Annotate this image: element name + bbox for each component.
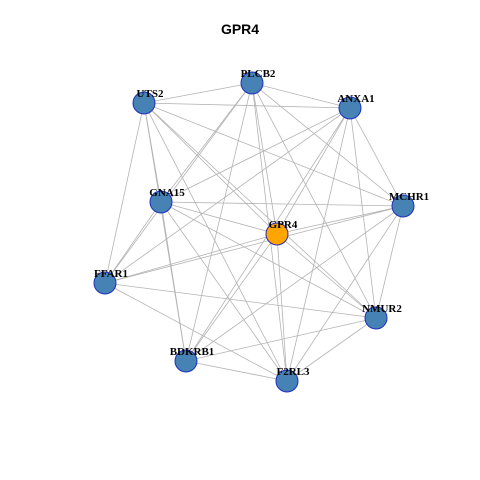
figure-title: GPR4 bbox=[220, 21, 260, 37]
edge-plcb2-nmur2 bbox=[251, 82, 377, 319]
edge-anxa1-uts2 bbox=[143, 102, 351, 109]
edge-gpr4-plcb2 bbox=[251, 82, 278, 235]
node-label-f2rl3: F2RL3 bbox=[277, 366, 311, 378]
node-uts2[interactable] bbox=[132, 91, 156, 115]
node-label-uts2: UTS2 bbox=[137, 88, 164, 100]
edge-uts2-mchr1 bbox=[143, 102, 404, 207]
edge-anxa1-ffar1 bbox=[104, 107, 351, 284]
node-nmur2[interactable] bbox=[364, 306, 388, 330]
edge-anxa1-gna15 bbox=[160, 107, 351, 203]
node-anxa1[interactable] bbox=[338, 96, 362, 120]
edge-plcb2-ffar1 bbox=[104, 82, 253, 284]
node-gpr4[interactable] bbox=[265, 222, 289, 246]
edge-bdkrb1-f2rl3 bbox=[185, 360, 288, 382]
edge-plcb2-mchr1 bbox=[251, 82, 404, 207]
node-label-gna15: GNA15 bbox=[149, 187, 185, 199]
edge-plcb2-anxa1 bbox=[251, 82, 351, 109]
edge-uts2-nmur2 bbox=[143, 102, 377, 319]
edge-nmur2-bdkrb1 bbox=[185, 317, 377, 362]
node-label-plcb2: PLCB2 bbox=[241, 68, 276, 80]
edge-gpr4-anxa1 bbox=[276, 107, 351, 235]
node-label-ffar1: FFAR1 bbox=[94, 268, 128, 280]
edge-uts2-ffar1 bbox=[104, 102, 145, 284]
edge-gna15-bdkrb1 bbox=[160, 201, 187, 362]
node-label-gpr4: GPR4 bbox=[269, 219, 298, 231]
node-layer bbox=[93, 71, 415, 393]
node-label-mchr1: MCHR1 bbox=[389, 191, 429, 203]
edge-nmur2-f2rl3 bbox=[286, 317, 377, 382]
node-bdkrb1[interactable] bbox=[174, 349, 198, 373]
edge-anxa1-mchr1 bbox=[349, 107, 404, 207]
edge-mchr1-f2rl3 bbox=[286, 205, 404, 382]
node-label-nmur2: NMUR2 bbox=[362, 303, 402, 315]
edge-plcb2-gna15 bbox=[160, 82, 253, 203]
edge-gpr4-ffar1 bbox=[104, 233, 278, 284]
edge-gna15-ffar1 bbox=[104, 201, 162, 284]
edge-plcb2-uts2 bbox=[143, 82, 253, 104]
edge-gna15-mchr1 bbox=[160, 201, 404, 207]
edge-uts2-f2rl3 bbox=[143, 102, 288, 382]
node-f2rl3[interactable] bbox=[275, 369, 299, 393]
edge-gpr4-uts2 bbox=[143, 102, 278, 235]
node-label-bdkrb1: BDKRB1 bbox=[170, 346, 215, 358]
node-mchr1[interactable] bbox=[391, 194, 415, 218]
edge-mchr1-bdkrb1 bbox=[185, 205, 404, 362]
edge-gna15-nmur2 bbox=[160, 201, 377, 319]
edge-ffar1-f2rl3 bbox=[104, 282, 288, 382]
node-plcb2[interactable] bbox=[240, 71, 264, 95]
node-gna15[interactable] bbox=[149, 190, 173, 214]
edge-mchr1-nmur2 bbox=[375, 205, 404, 319]
edge-ffar1-mchr1 bbox=[104, 205, 404, 284]
node-label-anxa1: ANXA1 bbox=[337, 93, 374, 105]
edge-ffar1-nmur2 bbox=[104, 282, 377, 319]
edge-anxa1-nmur2 bbox=[349, 107, 377, 319]
edge-layer bbox=[104, 82, 404, 382]
edge-gpr4-gna15 bbox=[160, 201, 278, 235]
edge-plcb2-bdkrb1 bbox=[185, 82, 253, 362]
node-ffar1[interactable] bbox=[93, 271, 117, 295]
edge-gpr4-nmur2 bbox=[276, 233, 377, 319]
edge-gpr4-f2rl3 bbox=[276, 233, 288, 382]
edge-gna15-f2rl3 bbox=[160, 201, 288, 382]
edge-gpr4-mchr1 bbox=[276, 205, 404, 235]
edge-gpr4-bdkrb1 bbox=[185, 233, 278, 362]
